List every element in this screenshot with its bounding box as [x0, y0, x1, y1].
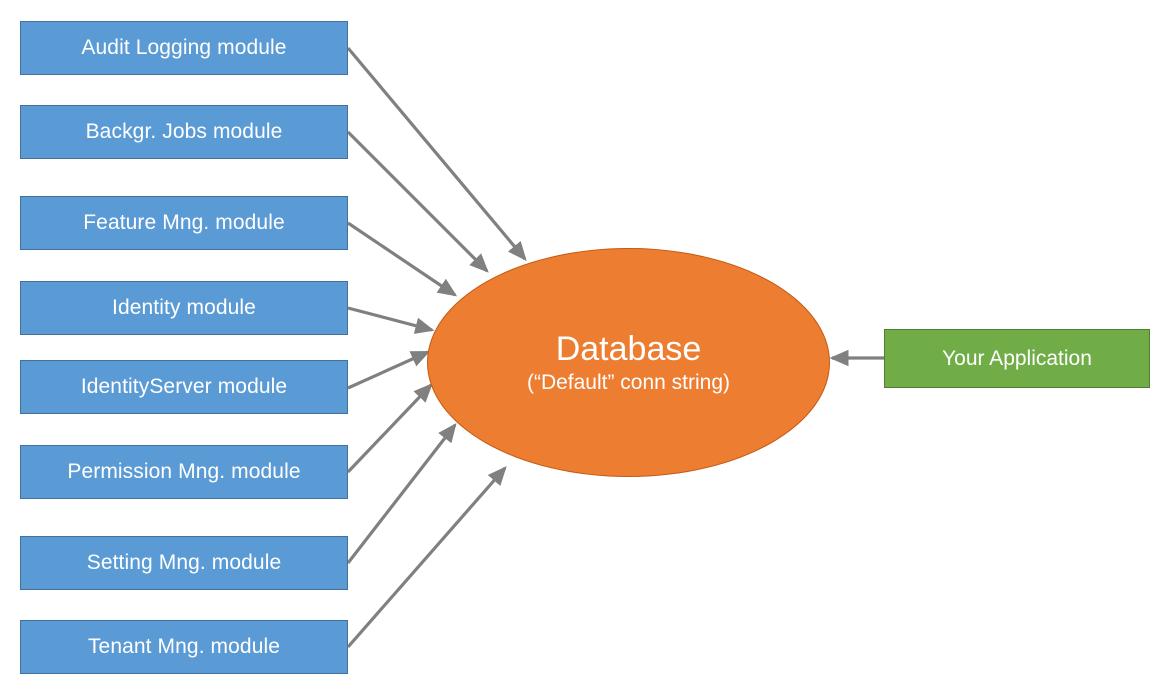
- application-label: Your Application: [942, 346, 1092, 370]
- module-label: Feature Mng. module: [83, 211, 285, 234]
- module-label: Permission Mng. module: [67, 460, 301, 483]
- module-box-tenant-mng[interactable]: Tenant Mng. module: [20, 620, 348, 674]
- database-subtitle: (“Default” conn string): [526, 370, 731, 394]
- module-label: Setting Mng. module: [86, 551, 282, 574]
- module-box-setting-mng[interactable]: Setting Mng. module: [20, 536, 348, 590]
- arrow-identityserver-to-database: [347, 350, 431, 390]
- arrow-background-jobs-to-database: [346, 130, 489, 273]
- module-box-permission-mng[interactable]: Permission Mng. module: [20, 445, 348, 499]
- module-label: Backgr. Jobs module: [85, 120, 283, 143]
- arrow-tenant-mng-to-database: [346, 466, 507, 649]
- arrow-setting-mng-to-database: [346, 422, 457, 564]
- module-label: Identity module: [112, 296, 256, 319]
- arrow-permission-mng-to-database: [346, 383, 433, 474]
- module-box-audit-logging[interactable]: Audit Logging module: [20, 21, 348, 75]
- database-title: Database: [555, 329, 702, 368]
- module-box-identity[interactable]: Identity module: [20, 281, 348, 335]
- module-label: Audit Logging module: [81, 36, 287, 59]
- database-node[interactable]: Database (“Default” conn string): [427, 248, 830, 477]
- arrow-identity-to-database: [347, 306, 435, 334]
- module-label: Tenant Mng. module: [87, 635, 281, 658]
- arrow-audit-logging-to-database: [346, 46, 527, 261]
- arrow-feature-mng-to-database: [347, 221, 458, 297]
- your-application-box[interactable]: Your Application: [884, 329, 1150, 388]
- module-box-feature-mng[interactable]: Feature Mng. module: [20, 196, 348, 250]
- module-box-background-jobs[interactable]: Backgr. Jobs module: [20, 105, 348, 159]
- module-label: IdentityServer module: [80, 375, 288, 398]
- module-box-identityserver[interactable]: IdentityServer module: [20, 360, 348, 414]
